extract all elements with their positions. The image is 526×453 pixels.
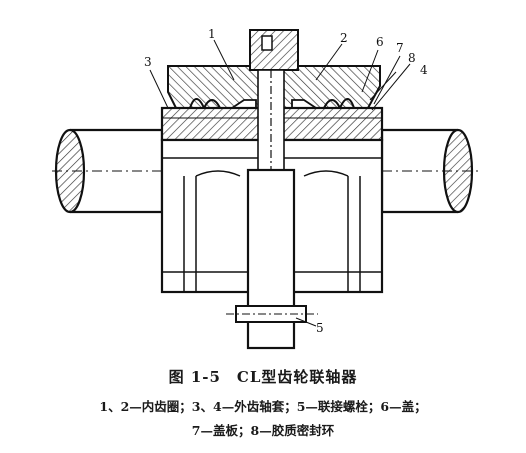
callout-5: 5 [316,321,324,335]
cover-section [167,29,381,109]
left-shaft [52,128,164,214]
coupling-diagram: 1 2 3 4 5 6 7 8 [52,27,478,350]
seal-rings [189,98,355,109]
callout-4: 4 [420,63,428,77]
callout-1: 1 [208,27,216,41]
flange-and-bolt [226,69,318,350]
right-shaft [380,128,478,214]
callout-2: 2 [340,31,348,45]
legend-line-2: 7—盖板；8—胶质密封环 [191,423,335,438]
leader-lines [149,39,411,327]
callout-6: 6 [376,35,384,49]
figure-title: 图 1-5 CL型齿轮联轴器 [168,368,358,386]
callout-labels: 1 2 3 4 5 6 7 8 [144,27,428,335]
callout-3: 3 [144,55,152,69]
legend-line-1: 1、2—内齿圈；3、4—外齿轴套；5—联接螺栓；6—盖； [99,399,427,414]
callout-7: 7 [396,41,404,55]
callout-8: 8 [408,51,416,65]
